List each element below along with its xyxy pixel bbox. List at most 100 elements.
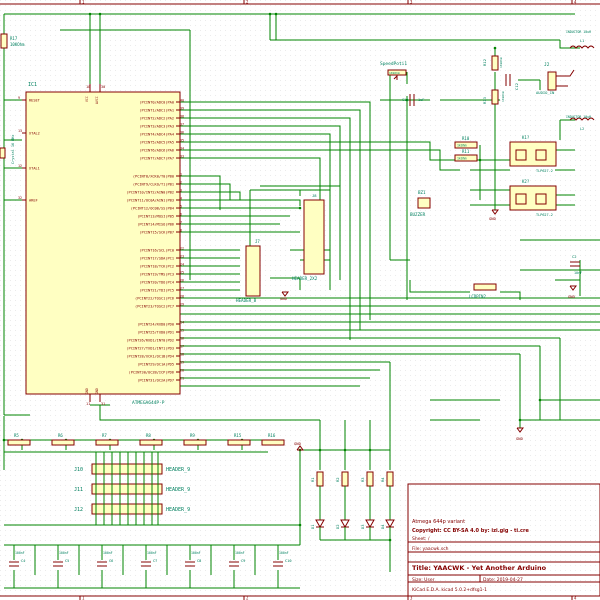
led-ref: D3 — [360, 524, 365, 529]
ic1-pin-name: (PCINT21/TDI)PC5 — [139, 288, 174, 292]
ic1-pin-name: (PCINT22/TOSC1)PC6 — [135, 296, 174, 300]
j2-audio-jack: J2 AUDIO_IN — [536, 62, 575, 95]
j2-ref: J2 — [544, 62, 550, 68]
ic1-pin-number: 5 — [180, 204, 182, 208]
led-triangle — [315, 519, 325, 529]
k1-optocoupler: K1? TLP627-2 — [509, 135, 557, 173]
bottom-resistor-ref: R5 — [14, 433, 19, 438]
header-j10: J10 HEADER_9 — [74, 463, 190, 475]
ic1-pin-name: (PCINT20/TDO)PC4 — [139, 280, 174, 284]
ic1-pin-number: 25 — [180, 270, 184, 274]
bottom-resistor-ref: R7 — [102, 433, 107, 438]
ic1-pin-name: (PCINT27/TXD1/INT1)PD3 — [126, 346, 174, 350]
bz1-value: BUZZER — [410, 212, 426, 217]
ic1-gnd-label-2: GND — [95, 388, 99, 394]
bottom-cap-ref: C8 — [197, 559, 201, 563]
bottom-cap-ref: C4 — [21, 559, 25, 563]
ic1-pin-name: (PCINT28/XCK1/OC1B)PD4 — [126, 354, 174, 358]
gnd-label-1: GND — [489, 216, 497, 221]
j11-value: HEADER_9 — [166, 487, 190, 493]
ic1-pin-name: (PCINT15/SCK)PB7 — [139, 230, 174, 234]
title-file: File: yaacwk.sch — [412, 546, 449, 552]
bz1-ref: BZ1 — [418, 190, 426, 195]
bottom-cap-ref: C6 — [109, 559, 113, 563]
ic1-pin-number: 29 — [180, 302, 184, 306]
k2-ref: K2? — [522, 179, 530, 184]
j12-ref: J12 — [74, 507, 83, 513]
inductor2-value: INDUCTOR 10uH — [566, 115, 591, 119]
ic1-left-pin-number: 12 — [18, 164, 22, 168]
resistor-body — [51, 439, 75, 446]
border-number-bottom-4: 4 — [574, 596, 577, 600]
crystal: Crystal 16 MHz — [0, 134, 15, 164]
ic1-left-pin-number: 32 — [18, 196, 22, 200]
resistor-body — [7, 439, 31, 446]
ic1-pin-number: 39 — [180, 106, 184, 110]
r10-value: 1kOhm — [457, 144, 467, 148]
gnd-label-4: GND — [516, 436, 524, 441]
k1-value: TLP627-2 — [536, 169, 553, 173]
resistor-body — [139, 439, 163, 446]
ic1-pin-number: 21 — [180, 376, 184, 380]
border-number-bottom-3: 3 — [410, 596, 413, 600]
gnd-label-3: GND — [280, 296, 288, 301]
ic1-pin-name: (PCINT23/TOSC2)PC7 — [135, 304, 174, 308]
ic1-pin-name: (PCINT0/ADC0)PA0 — [139, 100, 174, 104]
header-j11: J11 HEADER_9 — [74, 483, 190, 495]
ic1-pin-name: (PCINT30/OC2B/ICP)PD6 — [129, 370, 174, 374]
r11-ref: R11 — [462, 149, 470, 154]
ic1-pin-number: 4 — [180, 196, 182, 200]
bottom-resistor-ref: R16 — [268, 433, 276, 438]
title-size: Size: User — [412, 577, 435, 583]
ic1-pin-number: 8 — [180, 228, 182, 232]
r13-resistor: R13 10kOhm — [482, 89, 505, 105]
j11-ref: J11 — [74, 487, 83, 493]
ic1-pin-name: (PCINT1/ADC1)PA1 — [139, 108, 174, 112]
speedpoti-ref: SpeedPoti1 — [380, 61, 407, 67]
ic1-left-pin-name: XTAL2 — [29, 131, 40, 135]
ic1-top-pin-30: 30 — [101, 85, 105, 89]
ic1-pin-name: (PCINT3/ADC3)PA3 — [139, 124, 174, 128]
led-ref: D2 — [335, 524, 340, 529]
ic1-pin-number: 22 — [180, 246, 184, 250]
ic1-pin-name: (PCINT13/MOSI)PB5 — [137, 214, 174, 218]
ic1-left-pin-number: 9 — [18, 96, 20, 100]
speed-potentiometer: SpeedPoti1 10kOhm — [380, 61, 407, 80]
ic1-pin-name: (PCINT9/CLKO/T1)PB1 — [133, 182, 174, 186]
j7-header-8: J7 HEADER_8 — [236, 239, 261, 303]
led-resistor-body — [341, 471, 349, 487]
border-number-top-4: 4 — [574, 0, 577, 5]
bottom-cap-value: 100nF — [15, 551, 25, 555]
k1-ref: K1? — [522, 135, 530, 140]
j10-ref: J10 — [74, 467, 83, 473]
ic1-left-pin-name: XTAL1 — [29, 166, 40, 170]
ic1-pin-number: 16 — [180, 336, 184, 340]
r17-resistor: R17 10KOhm — [0, 33, 25, 49]
inductor1-ref: L1 — [580, 39, 584, 43]
title-kicad: KiCad E.D.A. kicad 5.0.2+dfsg1-1 — [412, 587, 487, 593]
inductor2-ref: L2 — [580, 127, 584, 131]
ic1-pin-name: (PCINT19/TMS)PC3 — [139, 272, 174, 276]
r11-resistor: R11 1kOhm — [454, 149, 478, 162]
j8-header-2x2: J8 HEADER_2X2 — [292, 193, 325, 281]
ic1-bottom-pin-11: 11 — [86, 402, 90, 406]
j10-value: HEADER_9 — [166, 467, 190, 473]
ic1-pin-number: 35 — [180, 138, 184, 142]
lcd-pin: LCDPIN2 — [469, 283, 497, 299]
ic1-pin-number: 34 — [180, 146, 184, 150]
bottom-cap-value: 100nF — [147, 551, 157, 555]
ic1-pin-number: 28 — [180, 294, 184, 298]
bottom-resistor-ref: R15 — [234, 433, 242, 438]
bottom-cap-ref: C10 — [285, 559, 292, 563]
r10-ref: R10 — [462, 136, 470, 141]
inductor-l1: INDUCTOR 10uH L1 — [566, 30, 595, 49]
r13-ref: R13 — [482, 97, 487, 104]
bottom-resistor-ref: R9 — [190, 433, 195, 438]
ic1-pin-name: (PCINT5/ADC5)PA5 — [139, 140, 174, 144]
title-sheet: Sheet: / — [412, 536, 430, 542]
led-ref: D4 — [380, 524, 385, 529]
